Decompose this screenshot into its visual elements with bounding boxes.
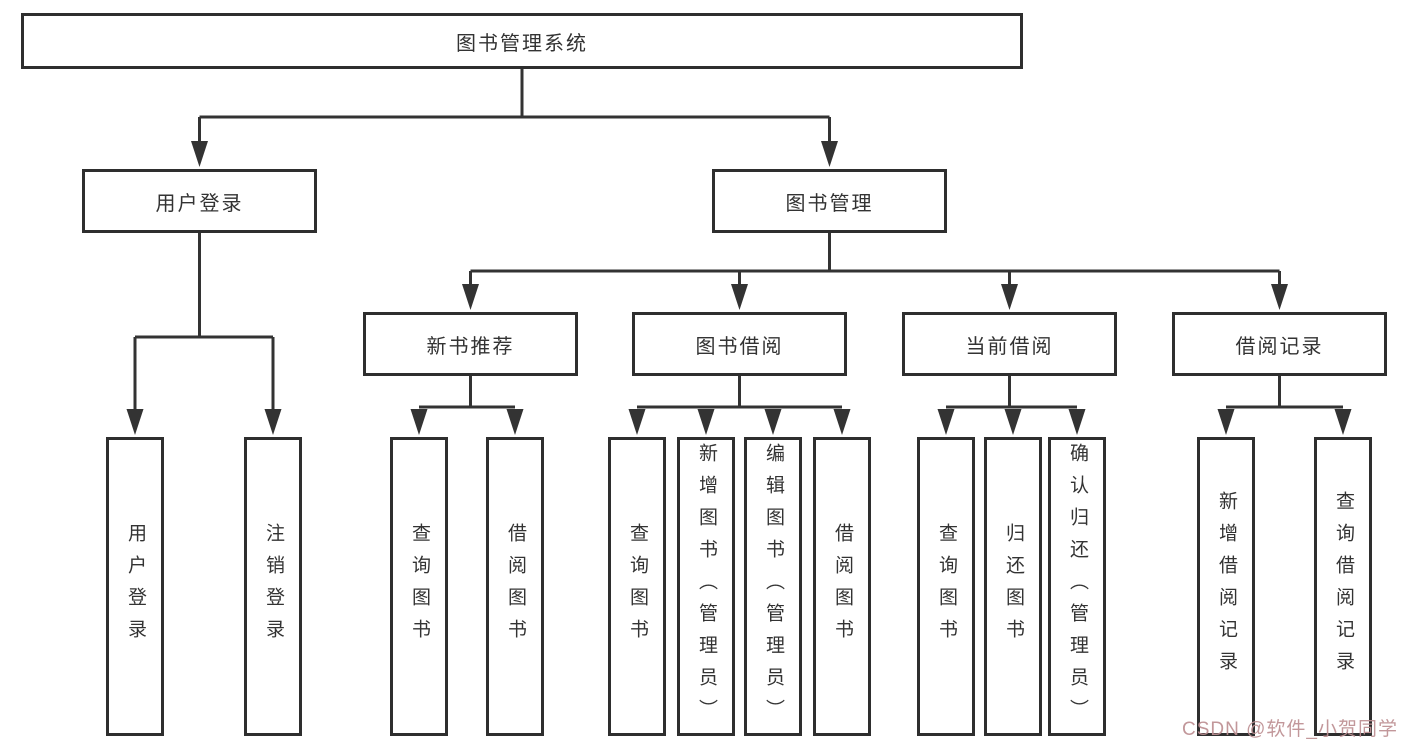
leaf-query-books-borrowing: 查询图书	[608, 437, 666, 736]
leaf-return-book: 归还图书	[984, 437, 1042, 736]
leaf-add-book-admin: 新增图书（管理员）	[677, 437, 735, 736]
leaf-borrow-books-recommend: 借阅图书	[486, 437, 544, 736]
node-borrowing-records: 借阅记录	[1172, 312, 1387, 376]
node-book-borrowing: 图书借阅	[632, 312, 847, 376]
leaf-query-books-current: 查询图书	[917, 437, 975, 736]
node-new-book-recommendation: 新书推荐	[363, 312, 578, 376]
csdn-watermark: CSDN @软件_小贺同学	[1182, 719, 1398, 740]
node-library-management-system: 图书管理系统	[21, 13, 1023, 69]
leaf-query-books-recommend: 查询图书	[390, 437, 448, 736]
node-user-login-branch: 用户登录	[82, 169, 317, 233]
leaf-borrow-books-borrowing: 借阅图书	[813, 437, 871, 736]
leaf-edit-book-admin: 编辑图书（管理员）	[744, 437, 802, 736]
leaf-logout: 注销登录	[244, 437, 302, 736]
leaf-query-borrow-record: 查询借阅记录	[1314, 437, 1372, 736]
node-current-borrowing: 当前借阅	[902, 312, 1117, 376]
leaf-add-borrow-record: 新增借阅记录	[1197, 437, 1255, 736]
leaf-confirm-return-admin: 确认归还（管理员）	[1048, 437, 1106, 736]
node-book-management-branch: 图书管理	[712, 169, 947, 233]
leaf-user-login: 用户登录	[106, 437, 164, 736]
